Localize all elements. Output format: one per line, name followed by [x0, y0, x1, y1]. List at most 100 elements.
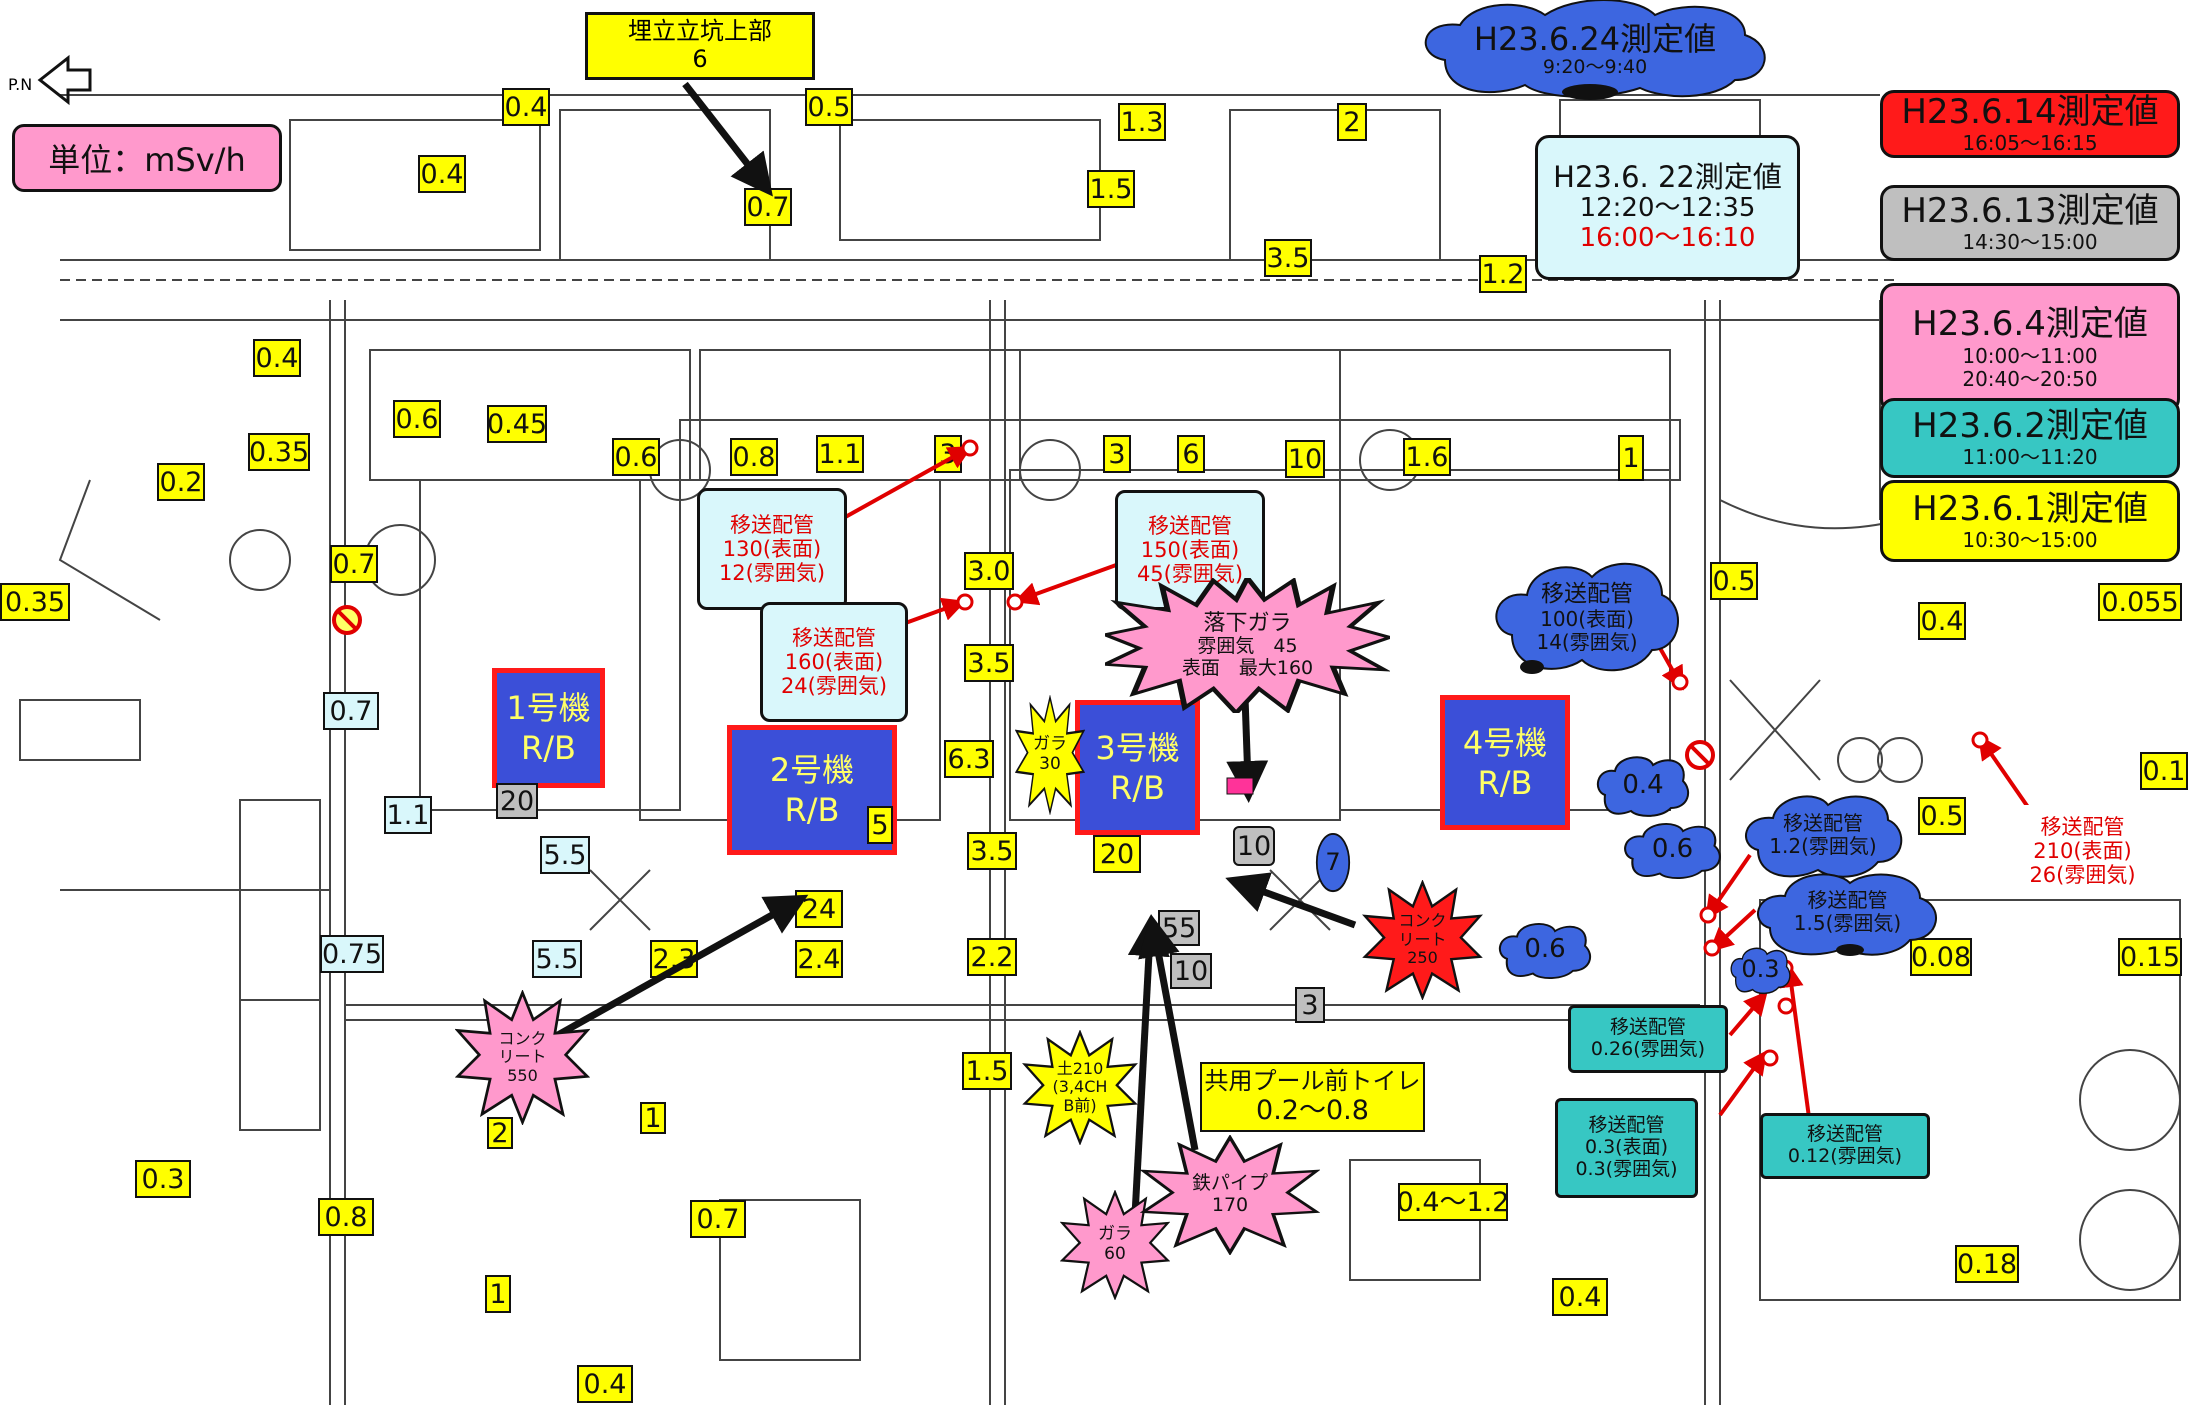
star-line: コンク — [1398, 911, 1447, 931]
dose-label: 0.4 — [1918, 602, 1966, 640]
cloud-label: 移送配管 — [1541, 581, 1633, 608]
dose-label: 0.6 — [612, 438, 660, 476]
legend-614-title: H23.6.14測定値 — [1901, 91, 2159, 132]
pipe-surface-value: 210(表面) — [2033, 838, 2132, 863]
cloud-atmosphere: 14(雰囲気) — [1536, 629, 1638, 654]
legend-604-time: 10:00～11:00 — [1962, 343, 2098, 368]
iron-pipe-170: 鉄パイプ 170 — [1140, 1135, 1320, 1255]
cloud-value: 7 — [1325, 848, 1341, 877]
cloud-0-6a: 0.6 — [1620, 820, 1725, 880]
star-line: (3,4CH — [1052, 1077, 1108, 1097]
legend-604: H23.6.4測定値 10:00～11:00 20:40～20:50 — [1880, 283, 2180, 413]
legend-624-title: H23.6.24測定値 — [1473, 19, 1717, 58]
cloud-value: 0.4 — [1622, 769, 1664, 800]
dose-label-613: 10 — [1233, 826, 1275, 866]
dose-label: 3.0 — [964, 552, 1014, 590]
pipe-surface-value: 0.3(表面) — [1584, 1136, 1669, 1159]
dose-label: 0.055 — [2098, 583, 2182, 621]
dose-label: 1 — [485, 1275, 511, 1313]
concrete-rubble-550: コンク リート 550 — [455, 990, 590, 1125]
unit2-sub: R/B — [784, 791, 840, 829]
rubble-60: ガラ 60 — [1060, 1190, 1170, 1300]
dose-label: 1.5 — [1087, 170, 1135, 208]
top-callout-value: 6 — [692, 45, 708, 73]
legend-601-time: 10:30～15:00 — [1962, 528, 2098, 553]
dose-label: 5 — [867, 806, 893, 844]
star-line: ガラ — [1098, 1224, 1132, 1245]
top-callout: 埋立立坑上部 6 — [585, 12, 815, 80]
pipe-atmosphere-value: 45(雰囲気) — [1136, 562, 1244, 587]
dose-label: 3.5 — [967, 832, 1017, 870]
legend-613-time: 14:30～15:00 — [1962, 230, 2098, 255]
toilet-label: 共用プール前トイレ — [1204, 1066, 1421, 1095]
dose-label: 3.5 — [964, 644, 1014, 682]
dose-label: 0.5 — [1918, 797, 1966, 835]
legend-613: H23.6.13測定値 14:30～15:00 — [1880, 185, 2180, 261]
cloud-value: 0.6 — [1524, 934, 1566, 965]
dose-label: 0.5 — [805, 88, 853, 126]
dose-label: 0.45 — [487, 405, 547, 443]
legend-601: H23.6.1測定値 10:30～15:00 — [1880, 480, 2180, 562]
dose-label: 0.5 — [1710, 562, 1758, 600]
dose-label: 1.3 — [1118, 103, 1166, 141]
cloud-label: 移送配管 — [1783, 811, 1863, 835]
unit2-name: 2号機 — [769, 751, 855, 789]
cloud-0-3: 0.3 — [1728, 945, 1793, 995]
dose-label: 1.5 — [962, 1052, 1012, 1090]
legend-622: H23.6. 22測定値 12:20～12:35 16:00～16:10 — [1535, 135, 1800, 280]
transfer-pipe-teal-1: 移送配管 0.26(雰囲気) — [1568, 1005, 1728, 1073]
pipe-label: 移送配管 — [1588, 1114, 1665, 1137]
dose-label: 0.7 — [690, 1200, 746, 1238]
dose-label: 0.35 — [0, 583, 70, 621]
cloud-value: 0.3 — [1741, 955, 1780, 984]
dose-label: 0.35 — [248, 433, 310, 471]
legend-614: H23.6.14測定値 16:05～16:15 — [1880, 90, 2180, 158]
star-value: 550 — [507, 1065, 538, 1085]
star-value: 170 — [1211, 1194, 1249, 1216]
dose-label: 0.4 — [418, 155, 466, 193]
pipe-atmosphere-value: 0.3(雰囲気) — [1575, 1157, 1678, 1180]
legend-622-time2: 16:00～16:10 — [1579, 223, 1756, 254]
rubble-30: ガラ 30 — [1015, 695, 1085, 815]
pipe-label: 移送配管 — [1609, 1016, 1686, 1039]
unit4-name: 4号機 — [1462, 723, 1548, 762]
star-line: 鉄パイプ — [1191, 1172, 1268, 1195]
pipe-label: 移送配管 — [792, 625, 876, 650]
dose-label: 3 — [1103, 435, 1131, 473]
dose-label: 20 — [1093, 835, 1141, 873]
dose-label: 2 — [1337, 103, 1367, 141]
pipe-surface-value: 160(表面) — [784, 649, 884, 674]
dose-label: 0.4～1.2 — [1397, 1183, 1509, 1221]
dose-label-613: 3 — [1295, 987, 1325, 1023]
dose-label: 2.4 — [795, 940, 843, 978]
dose-label: 0.18 — [1955, 1245, 2019, 1283]
fallen-rubble: 落下ガラ 雰囲気 45 表面 最大160 — [1105, 578, 1390, 713]
dose-label: 0.8 — [318, 1198, 374, 1236]
pipe-label: 移送配管 — [2040, 814, 2125, 839]
toilet-value: 0.2～0.8 — [1256, 1095, 1369, 1127]
dose-label-613: 20 — [496, 783, 538, 819]
unit4-sub: R/B — [1477, 763, 1533, 802]
dose-label: 0.3 — [135, 1160, 191, 1198]
dose-label: 0.2 — [157, 463, 205, 501]
star-line: B前) — [1063, 1095, 1097, 1115]
legend-624: H23.6.24測定値 9:20～9:40 — [1415, 0, 1775, 100]
cloud-0-4: 0.4 — [1593, 753, 1693, 818]
dose-label: 0.4 — [253, 339, 301, 377]
unit3-sub: R/B — [1110, 768, 1165, 807]
star-line: 表面 最大160 — [1181, 657, 1314, 680]
unit-label: 単位：mSv/h — [12, 124, 282, 192]
dose-label: 0.15 — [2118, 938, 2182, 976]
transfer-pipe-cloud-2: 移送配管 1.2(雰囲気) — [1738, 790, 1908, 880]
star-line: ガラ — [1033, 734, 1067, 755]
pipe-atmosphere-value: 12(雰囲気) — [718, 561, 826, 586]
legend-602-title: H23.6.2測定値 — [1912, 405, 2148, 446]
pipe-surface-value: 150(表面) — [1140, 537, 1240, 562]
dose-label-622: 5.5 — [532, 940, 582, 978]
transfer-pipe-cloud-1: 移送配管 100(表面) 14(雰囲気) — [1487, 555, 1687, 680]
dose-label: 2 — [487, 1117, 513, 1149]
legend-614-time: 16:05～16:15 — [1962, 131, 2098, 156]
dose-label: 0.08 — [1910, 938, 1972, 976]
dose-label: 3 — [934, 435, 962, 473]
